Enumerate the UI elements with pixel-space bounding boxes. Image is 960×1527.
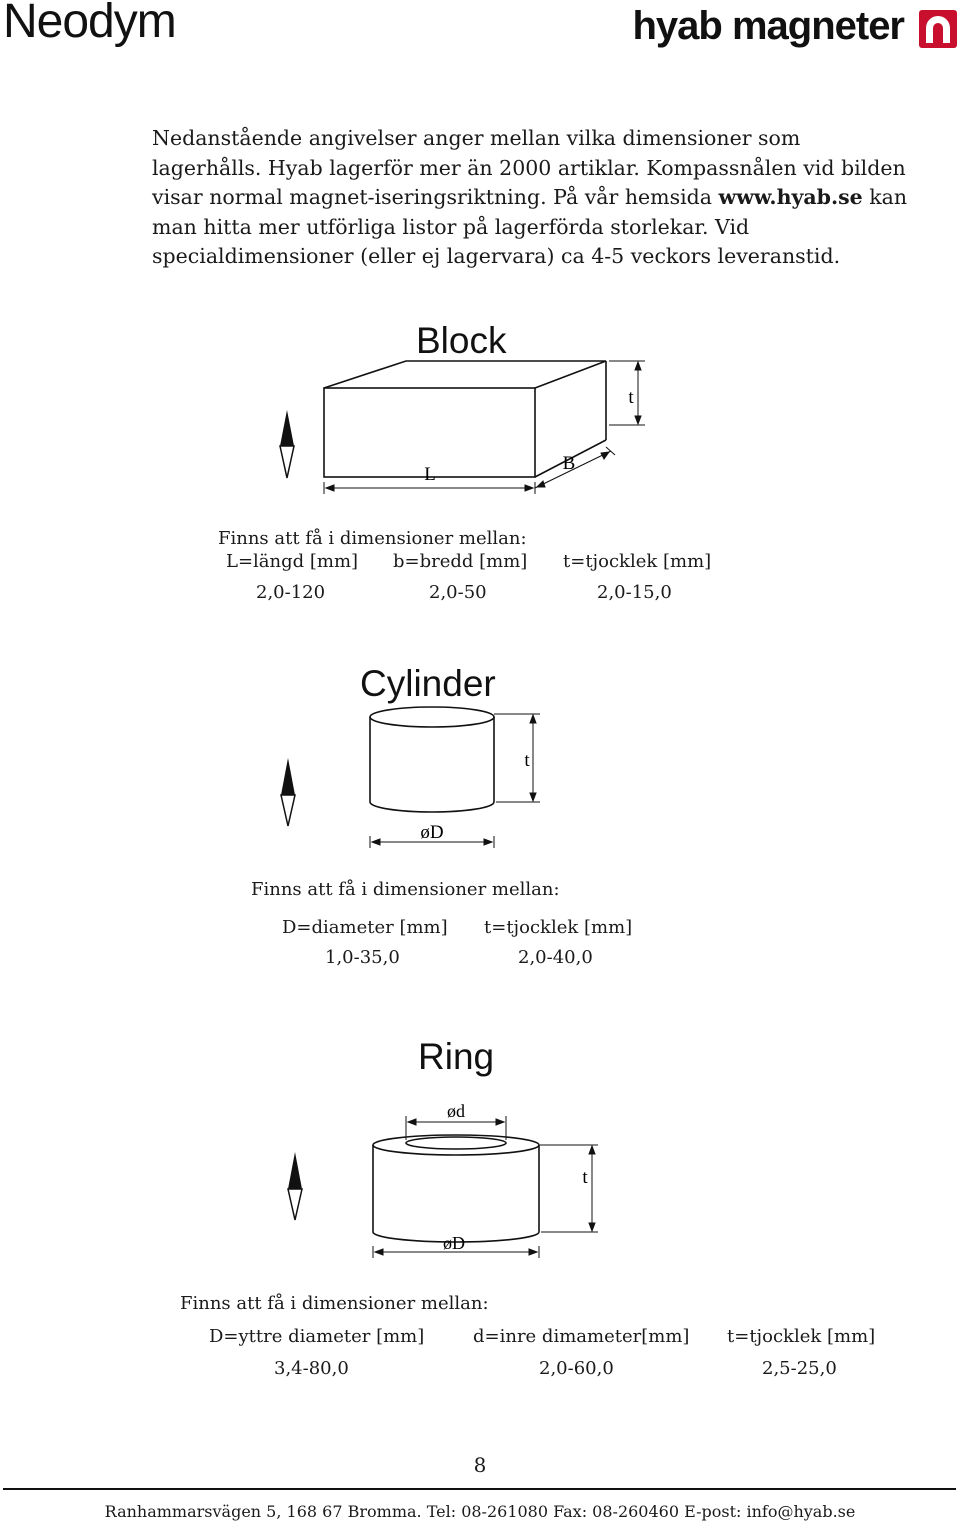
page-number: 8 <box>473 1453 487 1477</box>
brand-name: hyab magneter <box>632 4 905 48</box>
block-value-width: 2,0-50 <box>429 582 487 603</box>
cylinder-header-diameter: D=diameter [mm] <box>282 917 448 938</box>
ring-header-thickness: t=tjocklek [mm] <box>727 1326 876 1347</box>
cylinder-caption: Finns att få i dimensioner mellan: <box>251 879 560 900</box>
compass-needle-icon <box>287 1152 303 1221</box>
footer-contact: Ranhammarsvägen 5, 168 67 Bromma. Tel: 0… <box>104 1502 856 1521</box>
block-header-thickness: t=tjocklek [mm] <box>563 551 712 572</box>
block-value-length: 2,0-120 <box>256 582 326 603</box>
block-title: Block <box>416 320 507 361</box>
label-t: t <box>582 1167 588 1188</box>
footer-divider <box>3 1488 956 1490</box>
block-header-width: b=bredd [mm] <box>393 551 528 572</box>
ring-value-thickness: 2,5-25,0 <box>762 1358 837 1379</box>
block-header-length: L=längd [mm] <box>226 551 359 572</box>
ring-title: Ring <box>418 1036 495 1077</box>
block-caption: Finns att få i dimensioner mellan: <box>218 528 527 549</box>
cylinder-value-diameter: 1,0-35,0 <box>325 947 400 968</box>
label-t: t <box>628 387 634 408</box>
page-title: Neodym <box>3 0 177 48</box>
cylinder-value-thickness: 2,0-40,0 <box>518 947 593 968</box>
block-value-thickness: 2,0-15,0 <box>597 582 672 603</box>
label-L: L <box>424 464 436 485</box>
compass-needle-icon <box>280 758 296 827</box>
ring-header-outer-diameter: D=yttre diameter [mm] <box>209 1326 425 1347</box>
hyab-magnet-logo-icon <box>919 10 957 48</box>
cylinder-header-thickness: t=tjocklek [mm] <box>484 917 633 938</box>
intro-paragraph: Nedanstående angivelser anger mellan vil… <box>152 126 908 269</box>
ring-value-inner-diameter: 2,0-60,0 <box>539 1358 614 1379</box>
label-D: øD <box>420 822 443 843</box>
ring-header-inner-diameter: d=inre dimameter[mm] <box>473 1326 690 1347</box>
website-link[interactable]: www.hyab.se <box>718 185 863 210</box>
cylinder-title: Cylinder <box>360 663 496 704</box>
label-D: øD <box>443 1233 465 1253</box>
label-d: ød <box>447 1101 465 1121</box>
label-t: t <box>524 750 530 771</box>
ring-caption: Finns att få i dimensioner mellan: <box>180 1293 489 1314</box>
label-B: B <box>563 453 576 474</box>
compass-needle-icon <box>279 410 295 479</box>
ring-value-outer-diameter: 3,4-80,0 <box>274 1358 349 1379</box>
